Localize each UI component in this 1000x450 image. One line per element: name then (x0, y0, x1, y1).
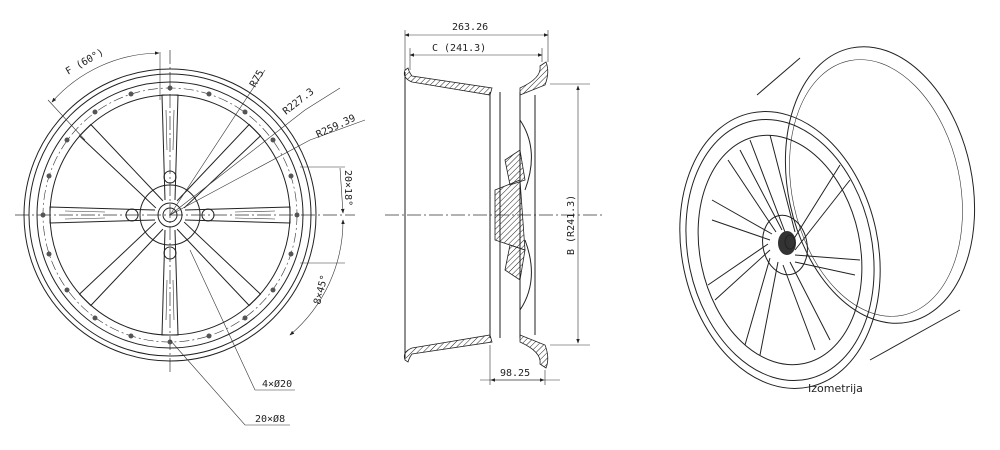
offset-label: 98.25 (500, 368, 530, 379)
rim-holes-label: 20×Ø8 (255, 413, 285, 425)
isometric-caption: Izometrija (808, 382, 863, 395)
isometric-view: Izometrija (679, 46, 976, 395)
angle-label: F (60°) (64, 47, 106, 78)
radius-outer-label: R259.39 (315, 113, 358, 141)
bolt-holes-label: 4×Ø20 (262, 378, 292, 390)
radius-inner-label: R227.3 (281, 86, 316, 117)
rim-width-label: C (241.3) (432, 43, 486, 54)
overall-width-label: 263.26 (452, 22, 488, 33)
diameter-label: B (R241.3) (566, 195, 577, 255)
side-view: 263.26 C (241.3) B (R241.3) 98.25 (385, 22, 605, 385)
spoke-angle-label: 8×45° (312, 274, 330, 306)
front-view: F (60°) R75 R227.3 R259.39 20×18° 8×45° … (15, 47, 366, 426)
angular-spacing-label: 20×18° (342, 170, 353, 206)
